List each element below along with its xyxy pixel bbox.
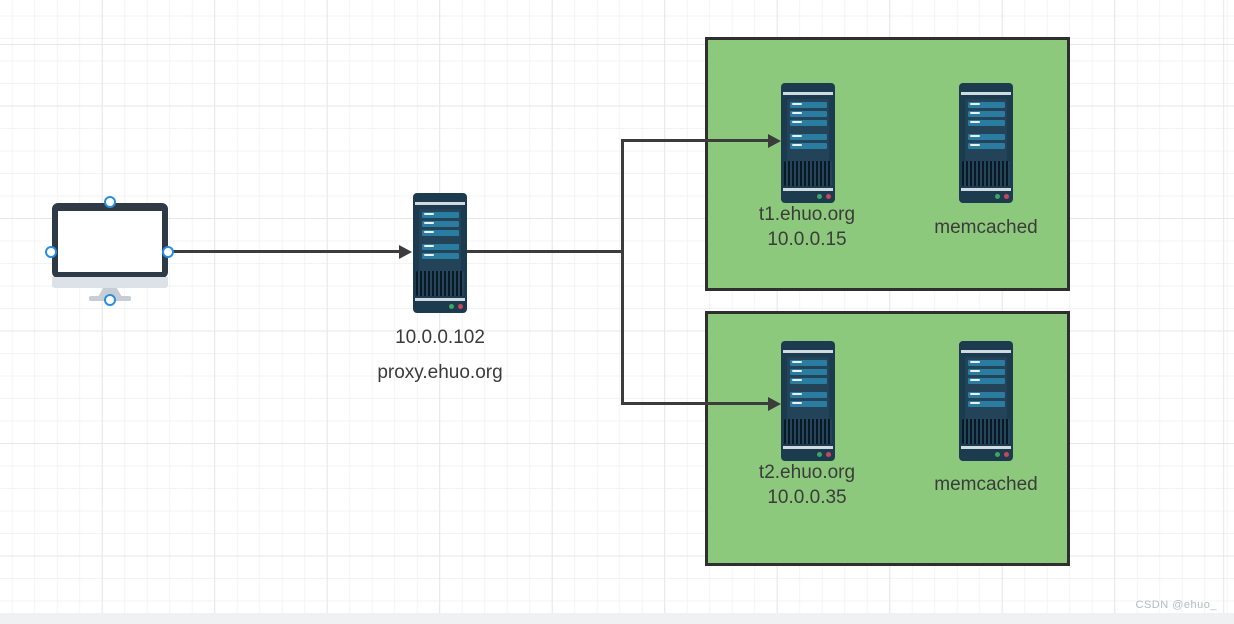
server-drive-panel — [419, 209, 461, 271]
server-vent-grille — [962, 161, 1010, 186]
t2-label[interactable]: t2.ehuo.org 10.0.0.35 — [759, 460, 855, 510]
arrowhead-proxy-to-t1 — [768, 134, 781, 148]
bottom-strip — [0, 613, 1234, 624]
server-vent-grille — [416, 271, 464, 296]
server-top-stripe — [961, 350, 1011, 353]
web-server-icon-t2[interactable] — [781, 341, 835, 461]
server-vent-grille — [784, 419, 832, 444]
server-drive-bays — [968, 102, 1005, 152]
server-bottom-stripe — [961, 446, 1011, 449]
server-status-leds — [995, 194, 1009, 199]
t1-hostname-text: t1.ehuo.org — [758, 204, 856, 225]
memcached-text-1: memcached — [934, 217, 1038, 238]
connection-handle-top[interactable] — [104, 196, 116, 208]
connector-trunk-vertical[interactable] — [621, 139, 624, 405]
server-drive-panel — [787, 99, 829, 161]
memcached-label-2[interactable]: memcached — [934, 472, 1038, 497]
server-bottom-stripe — [961, 188, 1011, 191]
connector-proxy-to-t1[interactable] — [621, 139, 768, 142]
memcached-server-icon-2[interactable] — [959, 341, 1013, 461]
client-monitor-icon[interactable] — [52, 203, 168, 278]
client-monitor-chin — [52, 277, 168, 288]
connection-handle-bottom[interactable] — [104, 294, 116, 306]
server-vent-grille — [962, 419, 1010, 444]
memcached-text-2: memcached — [934, 474, 1038, 495]
server-status-leds — [449, 304, 463, 309]
proxy-hostname-label[interactable]: proxy.ehuo.org — [377, 360, 502, 385]
connection-handle-left[interactable] — [45, 246, 57, 258]
server-status-leds — [817, 452, 831, 457]
web-server-icon-t1[interactable] — [781, 83, 835, 203]
cluster-box-t1[interactable] — [705, 37, 1070, 291]
connector-proxy-trunk[interactable] — [466, 250, 623, 253]
server-top-stripe — [783, 350, 833, 353]
server-drive-panel — [965, 357, 1007, 419]
connector-client-to-proxy[interactable] — [172, 250, 400, 253]
connector-proxy-to-t2[interactable] — [621, 402, 768, 405]
proxy-server-icon[interactable] — [413, 193, 467, 313]
csdn-watermark: CSDN @ehuo_ — [1135, 599, 1217, 611]
t2-hostname-text: t2.ehuo.org — [758, 462, 856, 483]
arrowhead-client-to-proxy — [399, 245, 412, 259]
t1-ip-text: 10.0.0.15 — [767, 229, 847, 250]
connection-handle-right[interactable] — [162, 246, 174, 258]
server-top-stripe — [961, 92, 1011, 95]
server-drive-panel — [965, 99, 1007, 161]
server-status-leds — [817, 194, 831, 199]
server-top-stripe — [415, 202, 465, 205]
cluster-box-t2[interactable] — [705, 311, 1070, 566]
server-drive-bays — [790, 102, 827, 152]
server-status-leds — [995, 452, 1009, 457]
proxy-ip-label[interactable]: 10.0.0.102 — [395, 325, 485, 350]
arrowhead-proxy-to-t2 — [768, 397, 781, 411]
server-bottom-stripe — [783, 188, 833, 191]
proxy-ip-text: 10.0.0.102 — [395, 327, 485, 348]
server-bottom-stripe — [783, 446, 833, 449]
memcached-server-icon-1[interactable] — [959, 83, 1013, 203]
server-bottom-stripe — [415, 298, 465, 301]
server-drive-bays — [968, 360, 1005, 410]
memcached-label-1[interactable]: memcached — [934, 215, 1038, 240]
server-top-stripe — [783, 92, 833, 95]
server-drive-panel — [787, 357, 829, 419]
server-drive-bays — [422, 212, 459, 262]
server-vent-grille — [784, 161, 832, 186]
server-drive-bays — [790, 360, 827, 410]
t2-ip-text: 10.0.0.35 — [767, 487, 847, 508]
proxy-hostname-text: proxy.ehuo.org — [377, 362, 503, 383]
client-monitor-stand — [98, 288, 122, 297]
t1-label[interactable]: t1.ehuo.org 10.0.0.15 — [759, 202, 855, 252]
